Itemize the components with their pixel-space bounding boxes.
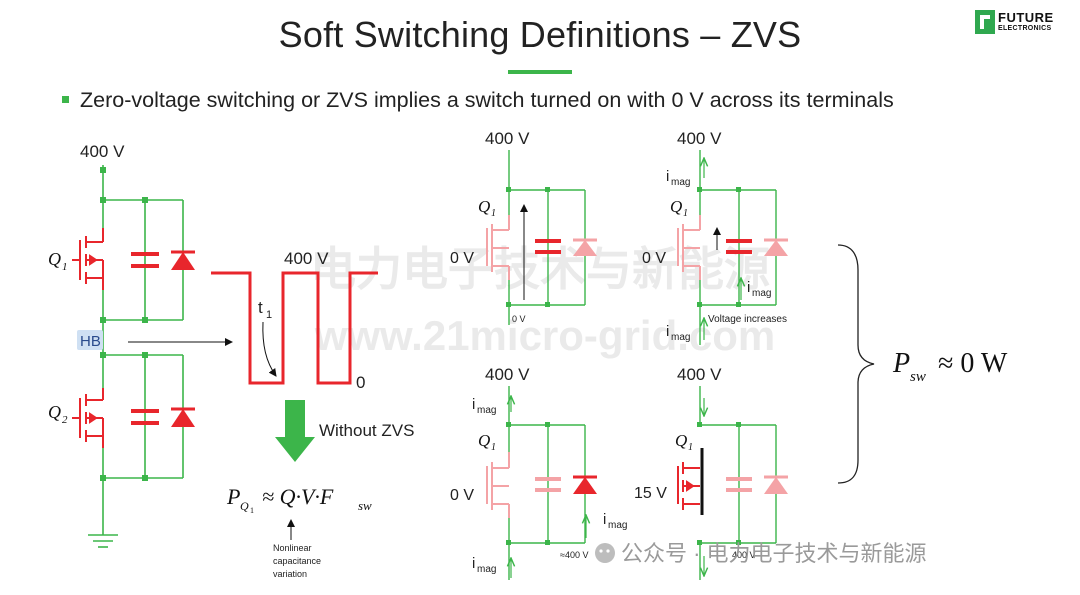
p1-supply: 400 V [485,129,530,148]
panel-2: 400 V i mag Q 1 0 V [642,129,788,345]
p3-node: ≈400 V [560,550,588,560]
p3-imag-bot: i [472,555,475,572]
p1-mosfet-icon [486,215,510,280]
t1-label: t [258,298,263,317]
formula-rhs-sub: sw [358,498,372,513]
wechat-icon [595,543,615,563]
p3-q-label: Q [478,431,490,450]
p2-q-sub: 1 [683,208,688,219]
p3-imag-mid-sub: mag [608,520,627,531]
switching-loss-formula: P Q 1 ≈ Q·V·F sw Nonlinear capacitance v… [226,484,372,579]
p3-mosfet-icon [486,452,510,518]
p4-diode-icon [764,475,788,494]
waveform-low-label: 0 [356,373,365,392]
p2-diode-icon [764,238,788,256]
p2-mosfet-icon [677,215,701,280]
hb-node-label: HB [80,333,101,350]
p3-imag-top-sub: mag [477,405,496,416]
hb-waveform: 400 V 0 t 1 [211,249,378,392]
q1-label: Q [48,249,61,269]
formula-p-subsub: 1 [250,506,254,515]
p2-capacitor-icon [726,239,752,254]
wechat-footer: 公众号 · 电力电子技术与新能源 [595,541,927,566]
formula-p: P [226,484,240,509]
p3-imag-mid: i [603,511,606,528]
p2-imag-top: i [666,168,669,185]
p2-imag-top-sub: mag [671,177,690,188]
p4-capacitor-icon [726,477,752,492]
switching-waveform [211,271,378,385]
hb-node-box [77,330,103,350]
q2-sub: 2 [62,414,68,426]
p4-supply: 400 V [677,365,722,384]
left-supply-label: 400 V [80,142,125,161]
result-value: ≈ 0 W [938,348,1008,379]
waveform-high-label: 400 V [284,249,329,268]
left-half-bridge: 400 V [48,142,233,548]
q1-diode-icon [171,250,195,270]
slide-title: Soft Switching Definitions – ZVS [278,14,802,55]
result-p-sub: sw [910,369,926,385]
formula-note-2: capacitance [273,556,321,566]
right-brace [837,244,875,484]
p1-vgs: 0 V [450,250,474,267]
logo-line1: FUTURE [998,10,1054,25]
q2-diode-icon [171,407,195,427]
p2-imag-mid: i [747,279,750,296]
p3-imag-bot-sub: mag [477,564,496,575]
p2-imag-bot-sub: mag [671,332,690,343]
panel-1: 400 V Q 1 0 V [450,129,597,325]
p1-node: 0 V [512,314,526,324]
p2-imag-bot: i [666,323,669,340]
q1-capacitor-icon [131,252,159,268]
p1-diode-icon [573,238,597,256]
p4-q-label: Q [675,431,687,450]
formula-note-1: Nonlinear [273,543,312,553]
q2-capacitor-icon [131,409,159,425]
logo-line2: ELECTRONICS [998,25,1052,32]
p3-q-sub: 1 [491,442,496,453]
q1-sub: 1 [62,261,68,273]
p3-vgs: 0 V [450,487,474,504]
t1-sub: 1 [266,309,272,321]
p4-node: 400 V [732,550,756,560]
p3-imag-top: i [472,396,475,413]
p1-q-sub: 1 [491,208,496,219]
p2-q-label: Q [670,197,682,216]
p3-diode-icon [573,475,597,494]
without-zvs-label: Without ZVS [319,421,414,440]
p2-vgs: 0 V [642,250,666,267]
bullet-text: Zero-voltage switching or ZVS implies a … [80,88,894,112]
p2-supply: 400 V [677,129,722,148]
p4-q-sub: 1 [688,442,693,453]
q2-label: Q [48,402,61,422]
formula-note-3: variation [273,569,307,579]
footer-watermark: 公众号 · 电力电子技术与新能源 [621,541,927,566]
formula-rhs: ≈ Q·V·F [262,484,334,509]
p4-vgs: 15 V [634,485,667,502]
future-electronics-logo: FUTURE ELECTRONICS [975,10,1065,36]
p4-mosfet-icon [677,462,700,510]
title-underline [508,70,572,74]
q2-mosfet-icon [72,388,104,448]
panel-4: 400 V Q 1 15 V [634,365,788,580]
formula-p-sub: Q [240,499,249,513]
p2-imag-mid-sub: mag [752,288,771,299]
p3-capacitor-icon [535,477,561,492]
q1-mosfet-icon [72,228,104,290]
bullet-square-icon [62,96,69,103]
p1-q-label: Q [478,197,490,216]
without-zvs-arrow-icon [275,400,315,462]
logo-f-icon [975,10,995,34]
ground-icon [88,534,118,548]
watermark-url: www.21micro-grid.com [314,312,776,359]
p3-supply: 400 V [485,365,530,384]
p1-capacitor-icon [535,239,561,254]
p2-note: Voltage increases [708,314,787,325]
result-p: P [892,348,910,379]
panel-3: 400 V i mag Q 1 0 V [450,365,627,580]
